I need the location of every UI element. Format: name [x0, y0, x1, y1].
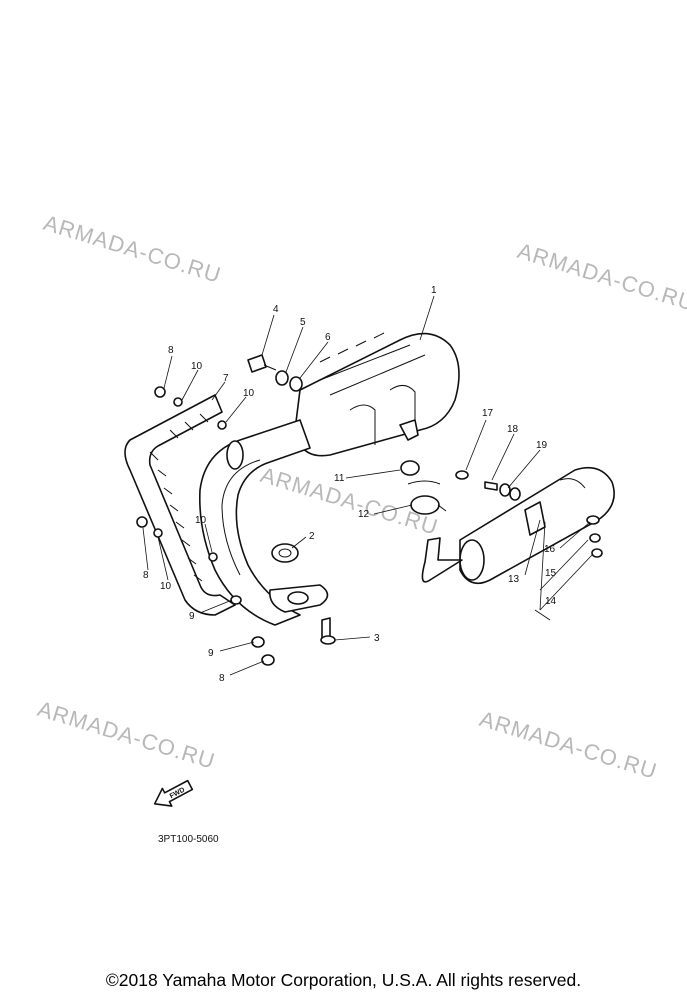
callout: 5 [300, 317, 306, 328]
washer [289, 376, 303, 392]
gasket [400, 460, 420, 476]
washer [499, 483, 511, 497]
flange-bolt [320, 617, 336, 645]
callout: 14 [545, 596, 557, 607]
callout: 9 [189, 611, 195, 622]
callout: 9 [208, 648, 214, 659]
pipe-clamp [410, 495, 447, 515]
callout: 8 [143, 570, 149, 581]
callout: 16 [544, 544, 556, 555]
callout: 7 [223, 373, 229, 384]
callout: 11 [334, 473, 345, 484]
callout: 18 [507, 424, 519, 435]
screw [136, 516, 148, 528]
collar [230, 595, 242, 605]
callout: 12 [358, 509, 370, 520]
callout: 10 [191, 361, 203, 372]
bolt [591, 548, 603, 558]
washer [275, 370, 289, 386]
muffler-main [294, 332, 460, 457]
collar [251, 636, 265, 648]
collar [173, 397, 183, 407]
callout: 10 [243, 388, 255, 399]
callout: 19 [536, 440, 548, 451]
mounting-bolt [247, 354, 277, 373]
collar [217, 420, 227, 430]
bolt [484, 481, 498, 491]
screw [261, 654, 275, 666]
nut [455, 470, 469, 480]
callout: 4 [273, 304, 279, 315]
callout: 8 [219, 673, 225, 684]
callout: 8 [168, 345, 174, 356]
forward-arrow-icon: FWD [153, 779, 194, 807]
diagram-code: 3PT100-5060 [158, 834, 219, 845]
callout: 15 [545, 568, 557, 579]
washer [509, 487, 521, 501]
callout: 1 [431, 285, 437, 296]
leader-lines [142, 295, 593, 676]
callout: 17 [482, 408, 494, 419]
copyright-notice: ©2018 Yamaha Motor Corporation, U.S.A. A… [105, 970, 582, 990]
callout: 3 [374, 633, 380, 644]
clip [407, 480, 441, 485]
callout: 13 [508, 574, 520, 585]
callout: 10 [160, 581, 172, 592]
exhaust-flange [268, 543, 329, 613]
collar [589, 533, 601, 543]
heat-protector [124, 394, 236, 616]
collar [208, 552, 218, 562]
callout: 10 [195, 515, 207, 526]
exhaust-header-pipe [198, 419, 311, 626]
collar [153, 528, 163, 538]
callout: 2 [309, 531, 315, 542]
callout: 6 [325, 332, 331, 343]
screw [154, 386, 166, 398]
callout-labels: 1 2 3 4 5 6 7 8 10 10 10 10 8 9 9 8 11 1… [143, 285, 557, 684]
